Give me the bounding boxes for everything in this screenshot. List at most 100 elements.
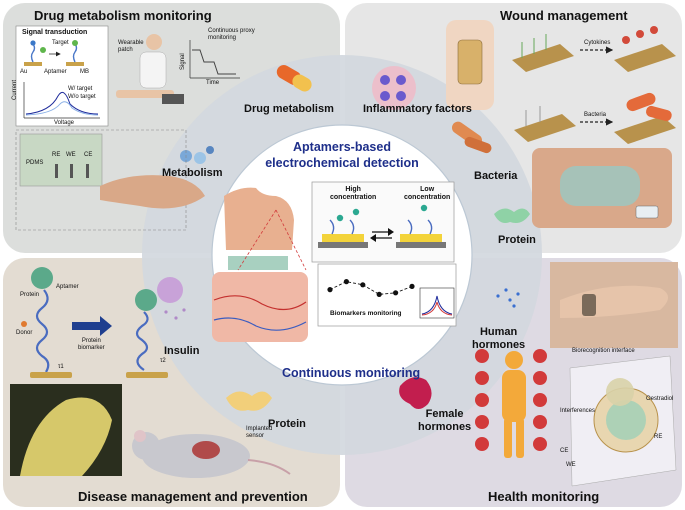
label-continuous-proxy-monitoring: Continuous proxy monitoring [208, 28, 255, 41]
electrode-pins [55, 164, 89, 178]
ring-label-protein-right: Protein [498, 234, 536, 246]
axis-label-signal: Signal [180, 53, 186, 70]
bacteria-icon [451, 121, 492, 154]
finger-photo [100, 175, 205, 209]
cv-plot [23, 82, 100, 119]
label-interferences: Interferences [560, 408, 596, 414]
skin-cross-section [212, 256, 308, 342]
label-tau2: τ2 [160, 358, 166, 364]
label-we: WE [66, 152, 76, 158]
center-footer-continuous-monitoring: Continuous monitoring [282, 366, 421, 380]
bacteria-sensor-after [614, 92, 676, 144]
insulin-cell-icon [157, 277, 183, 303]
biomarker-series-line [329, 281, 413, 295]
center-title-line1: Aptamers-based [293, 140, 391, 154]
ring-device [582, 294, 596, 316]
zoom-line-a [237, 209, 277, 271]
quadrant-title-health-monitoring: Health monitoring [488, 489, 600, 504]
protein-sphere-1 [31, 267, 53, 289]
insulin-dots [164, 308, 186, 320]
torso-illustration [224, 187, 294, 250]
signal-time-plot [189, 40, 240, 79]
biomarker-point [327, 287, 333, 293]
biomarker-point [343, 279, 349, 285]
protein-sphere-2 [135, 289, 157, 311]
label-aptamer: Aptamer [56, 284, 79, 290]
label-pdms: PDMS [26, 160, 44, 166]
mouse-illustration [132, 430, 291, 478]
protein-biomarker-arrow [72, 316, 112, 336]
skin-patch-device [560, 166, 640, 206]
protein-icon-bottom [226, 391, 272, 411]
ring-label-drug-metabolism: Drug metabolism [244, 103, 334, 115]
label-low-concentration: Low concentration [404, 186, 451, 201]
quadrant-title-drug-metabolism-monitoring: Drug metabolism monitoring [34, 8, 212, 23]
legend-mb: MB [80, 69, 89, 75]
label-target: Target [52, 40, 69, 46]
biomarker-point [409, 283, 415, 289]
label-high-concentration: High concentration [330, 186, 377, 201]
ring-label-bacteria: Bacteria [474, 170, 518, 182]
label-re: RE [52, 152, 61, 158]
aptamer-strand-1 [30, 289, 72, 378]
biomarker-point [360, 282, 366, 288]
label-signal-transduction: Signal transduction [22, 29, 88, 36]
wound-patch [457, 39, 483, 85]
biomarker-point [393, 290, 399, 296]
legend-au: Au [20, 69, 28, 75]
human-silhouette [502, 351, 526, 458]
label-we-bottom: WE [566, 462, 576, 468]
donor-dot [21, 321, 27, 327]
label-biorecognition-interface: Biorecognition interface [572, 348, 635, 354]
label-protein-biomarker: Protein biomarker [78, 338, 105, 351]
sensor-schematic [569, 355, 677, 487]
inflammatory-factor-icon [372, 66, 416, 110]
quadrant-title-wound-management: Wound management [500, 8, 628, 23]
bacteria-sensor-before [514, 106, 576, 142]
axis-label-voltage: Voltage [54, 120, 75, 126]
phone-icon [635, 205, 659, 219]
ring-label-protein-bottom: Protein [268, 418, 306, 430]
label-cytokines: Cytokines [584, 40, 611, 46]
low-conc-electrode [396, 204, 446, 248]
label-bacteria-arrow: Bacteria [584, 112, 607, 118]
legend-w-target: W/ target [68, 86, 93, 92]
center-title-line2: electrochemical detection [265, 156, 419, 170]
axis-label-time: Time [206, 80, 220, 86]
label-oestradiol: Oestradiol [646, 396, 674, 402]
label-biomarkers-monitoring: Biomarkers monitoring [330, 310, 402, 317]
axis-label-current: Current [12, 79, 18, 100]
aptamer-schematic [24, 40, 84, 66]
glove-hand [20, 397, 112, 476]
ring-label-inflammatory-factors: Inflammatory factors [363, 103, 472, 115]
body-organ-column-right [533, 349, 547, 451]
cytokine-sensor-after [614, 26, 676, 72]
label-ce-bottom: CE [560, 448, 569, 454]
label-protein: Protein [20, 292, 40, 298]
uterus-icon [399, 377, 432, 409]
zoom-line-b [275, 209, 307, 271]
biomarker-point [376, 291, 382, 297]
label-wearable-patch: Wearable patch [118, 40, 144, 53]
aptamer-strand-2 [126, 311, 168, 378]
pill-capsule-icon [276, 65, 312, 92]
high-conc-electrode [318, 208, 368, 248]
label-tau1: τ1 [58, 364, 64, 370]
legend-wo-target: W/o target [68, 94, 96, 100]
label-ce: CE [84, 152, 93, 158]
label-re-bottom: RE [654, 434, 663, 440]
ring-label-metabolism: Metabolism [162, 167, 223, 179]
wearable-person-illustration [116, 34, 184, 104]
ring-label-human-hormones: Human hormones [472, 326, 526, 351]
protein-icon-right [494, 208, 530, 223]
quadrant-title-disease-management: Disease management and prevention [78, 489, 308, 504]
voltammogram-inset [419, 287, 455, 319]
ring-label-insulin: Insulin [164, 345, 200, 357]
cytokine-sensor-before [512, 34, 574, 72]
ring-label-female-hormones: Female hormones [418, 408, 472, 433]
legend-aptamer: Aptamer [44, 69, 67, 75]
electrode-photo-frame [15, 129, 187, 231]
equilibrium-arrows [370, 228, 394, 242]
body-organ-column-left [475, 349, 489, 451]
label-implanted-sensor: Implanted sensor [246, 426, 273, 439]
